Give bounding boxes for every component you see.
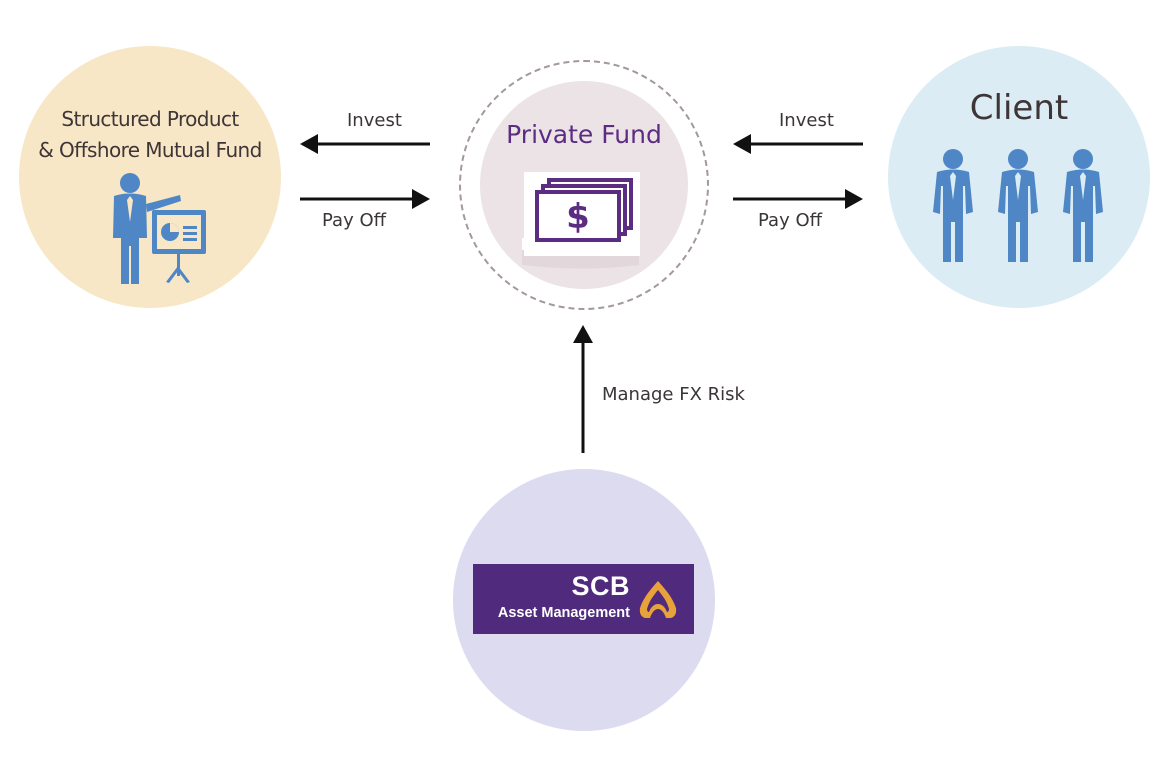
structured-product-node <box>19 46 281 308</box>
manage-fx-risk-label: Manage FX Risk <box>602 384 745 405</box>
arrow-payoff-right <box>733 189 863 209</box>
invest-left-label: Invest <box>347 110 402 131</box>
private-fund-dashed-ring <box>459 60 709 310</box>
money-stack-icon: $ <box>522 172 640 269</box>
arrow-manage-fx <box>573 325 593 453</box>
person-icon-2 <box>998 149 1038 262</box>
person-icon-3 <box>1063 149 1103 262</box>
scb-mark-icon <box>639 581 677 618</box>
structured-product-title-line1: Structured Product <box>61 107 239 131</box>
scb-logo-name: SCB <box>571 571 630 601</box>
arrow-invest-left <box>300 134 430 154</box>
invest-right-label: Invest <box>779 110 834 131</box>
structured-product-title: Structured Product & Offshore Mutual Fun… <box>30 104 270 166</box>
private-fund-title: Private Fund <box>506 120 662 149</box>
people-group-icon <box>933 149 1103 262</box>
client-title: Client <box>969 88 1069 128</box>
presenter-icon <box>113 173 206 284</box>
svg-text:$: $ <box>566 197 590 237</box>
payoff-right-label: Pay Off <box>758 210 823 231</box>
arrow-invest-right <box>733 134 863 154</box>
arrow-payoff-left <box>300 189 430 209</box>
scb-logo: SCB Asset Management <box>473 564 694 634</box>
scb-logo-subtitle: Asset Management <box>497 605 630 621</box>
person-icon-1 <box>933 149 973 262</box>
payoff-left-label: Pay Off <box>322 210 387 231</box>
structured-product-title-line2: & Offshore Mutual Fund <box>38 138 262 162</box>
